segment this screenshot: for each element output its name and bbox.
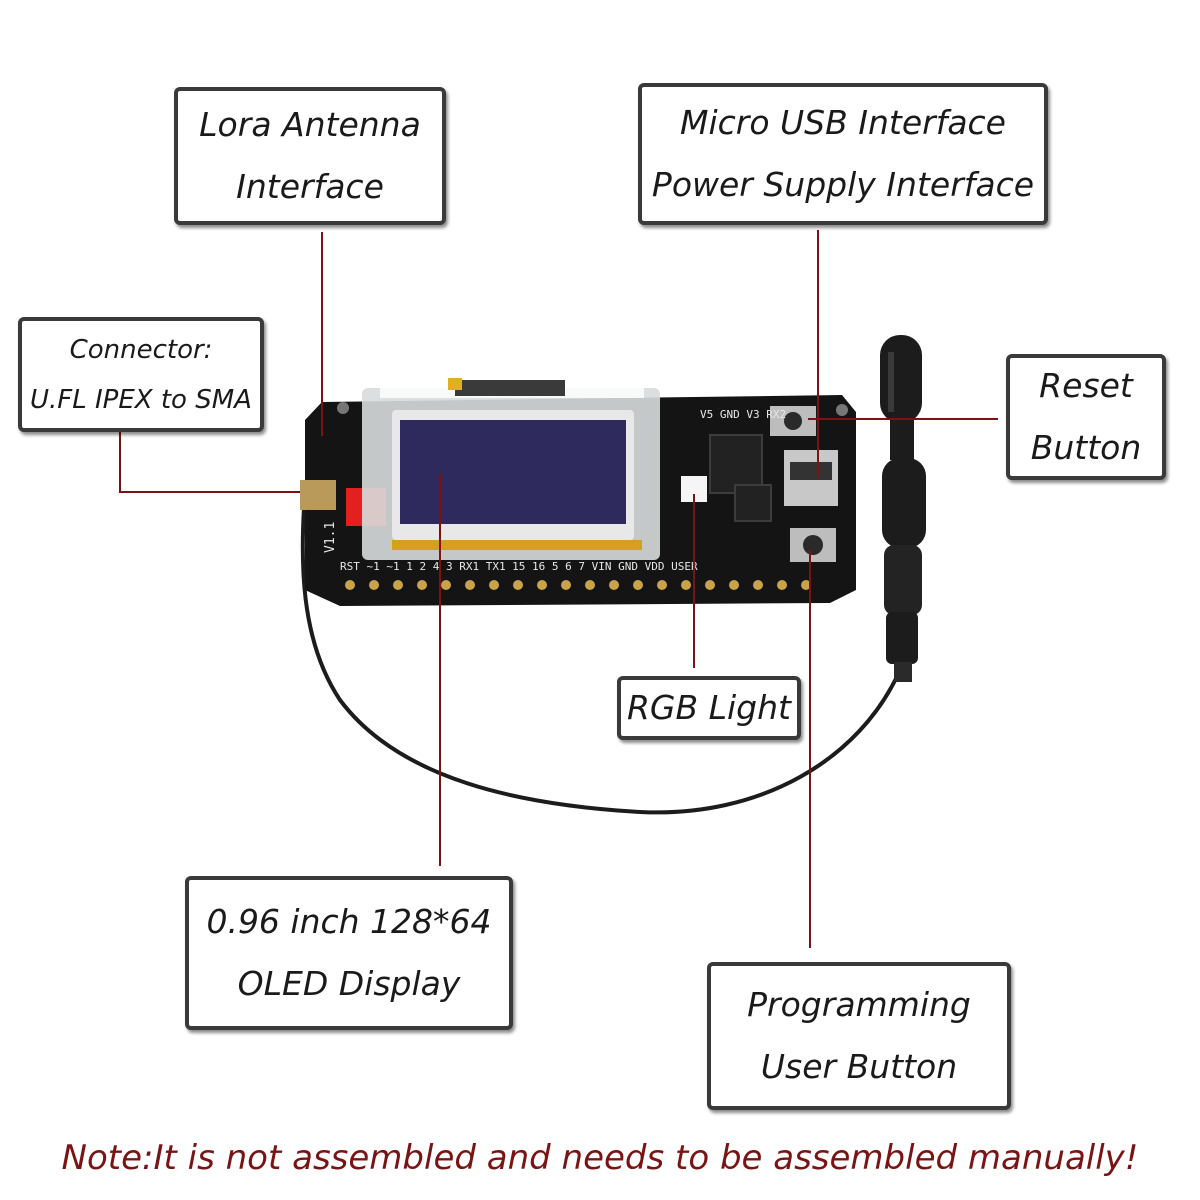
rgb-line1: RGB Light (627, 688, 791, 727)
oled-screen (400, 420, 626, 524)
oled-line2: OLED Display (237, 964, 461, 1003)
micro-usb-line2: Power Supply Interface (651, 165, 1035, 204)
reset-line1: Reset (1039, 366, 1133, 405)
pcb-board: V1.1 V5 GND V3 RX2 RST ~1 ~1 1 2 4 3 RX1… (300, 378, 856, 606)
top-pin-labels: V5 GND V3 RX2 (700, 408, 786, 421)
reset-button-callout: Reset Button (1006, 354, 1166, 480)
connector-line1: Connector: (69, 334, 213, 365)
leader-connector (119, 432, 300, 493)
lora-antenna-line1: Lora Antenna (199, 105, 421, 144)
lora-antenna-line2: Interface (236, 167, 384, 206)
rgb-light-callout: RGB Light (617, 676, 801, 740)
leader-lines (119, 230, 998, 948)
connector-line2: U.FL IPEX to SMA (30, 384, 252, 415)
oled-line1: 0.96 inch 128*64 (206, 902, 492, 941)
board-version-label: V1.1 (323, 522, 338, 553)
programming-button-callout: Programming User Button (707, 962, 1011, 1110)
lora-antenna-callout: Lora Antenna Interface (174, 87, 446, 225)
programming-line2: User Button (760, 1047, 958, 1086)
reset-line2: Button (1030, 428, 1142, 467)
sma-antenna (880, 335, 926, 682)
micro-usb-line1: Micro USB Interface (679, 103, 1006, 142)
oled-display-callout: 0.96 inch 128*64 OLED Display (185, 876, 513, 1030)
bottom-pin-labels: RST ~1 ~1 1 2 4 3 RX1 TX1 15 16 5 6 7 VI… (340, 560, 698, 573)
micro-usb-callout: Micro USB Interface Power Supply Interfa… (638, 83, 1048, 225)
connector-callout: Connector: U.FL IPEX to SMA (18, 317, 264, 432)
programming-line1: Programming (747, 985, 971, 1024)
assembly-note: Note:It is not assembled and needs to be… (61, 1138, 1139, 1178)
